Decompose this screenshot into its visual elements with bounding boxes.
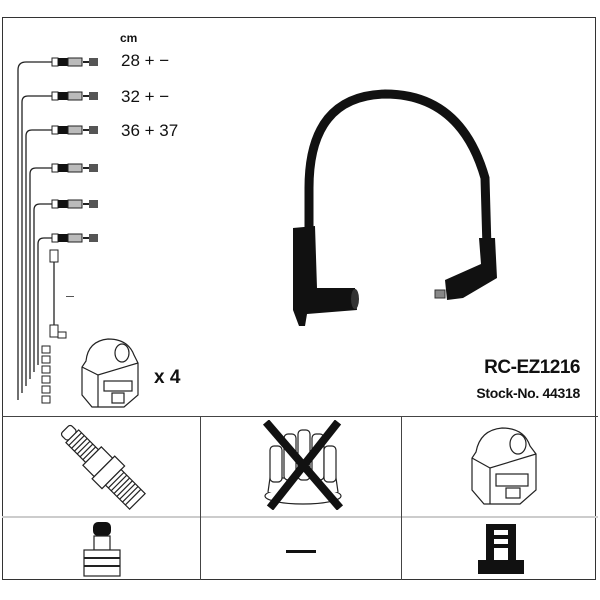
spark-plug-terminal-icon [83,522,121,577]
cable-set-schematic-icon [17,57,98,404]
distributor-cap-crossed-icon [262,420,344,510]
cable-length-1: 28 + − [121,51,170,70]
coil-terminal-icon [478,524,524,574]
distributor-terminal-dash [286,550,316,553]
coil-cable-dash [66,296,74,297]
ignition-coil-icon [81,338,139,408]
ignition-coil-icon-grid [471,427,537,505]
product-code: RC-EZ1216 [484,357,580,378]
unit-label: cm [120,31,138,45]
cable-connectors [41,57,98,404]
cable-length-3: 36 + 37 [121,121,179,140]
ignition-cable-photo [293,89,497,326]
spark-plug-icon [60,424,146,510]
stock-number: Stock-No. 44318 [476,385,580,401]
divider-col-2 [401,416,402,580]
diagram-frame [2,17,596,580]
divider-row [2,516,598,518]
coil-quantity: x 4 [154,367,181,388]
cable-length-2: 32 + − [121,87,170,106]
divider-main [2,416,598,417]
divider-col-1 [200,416,201,580]
